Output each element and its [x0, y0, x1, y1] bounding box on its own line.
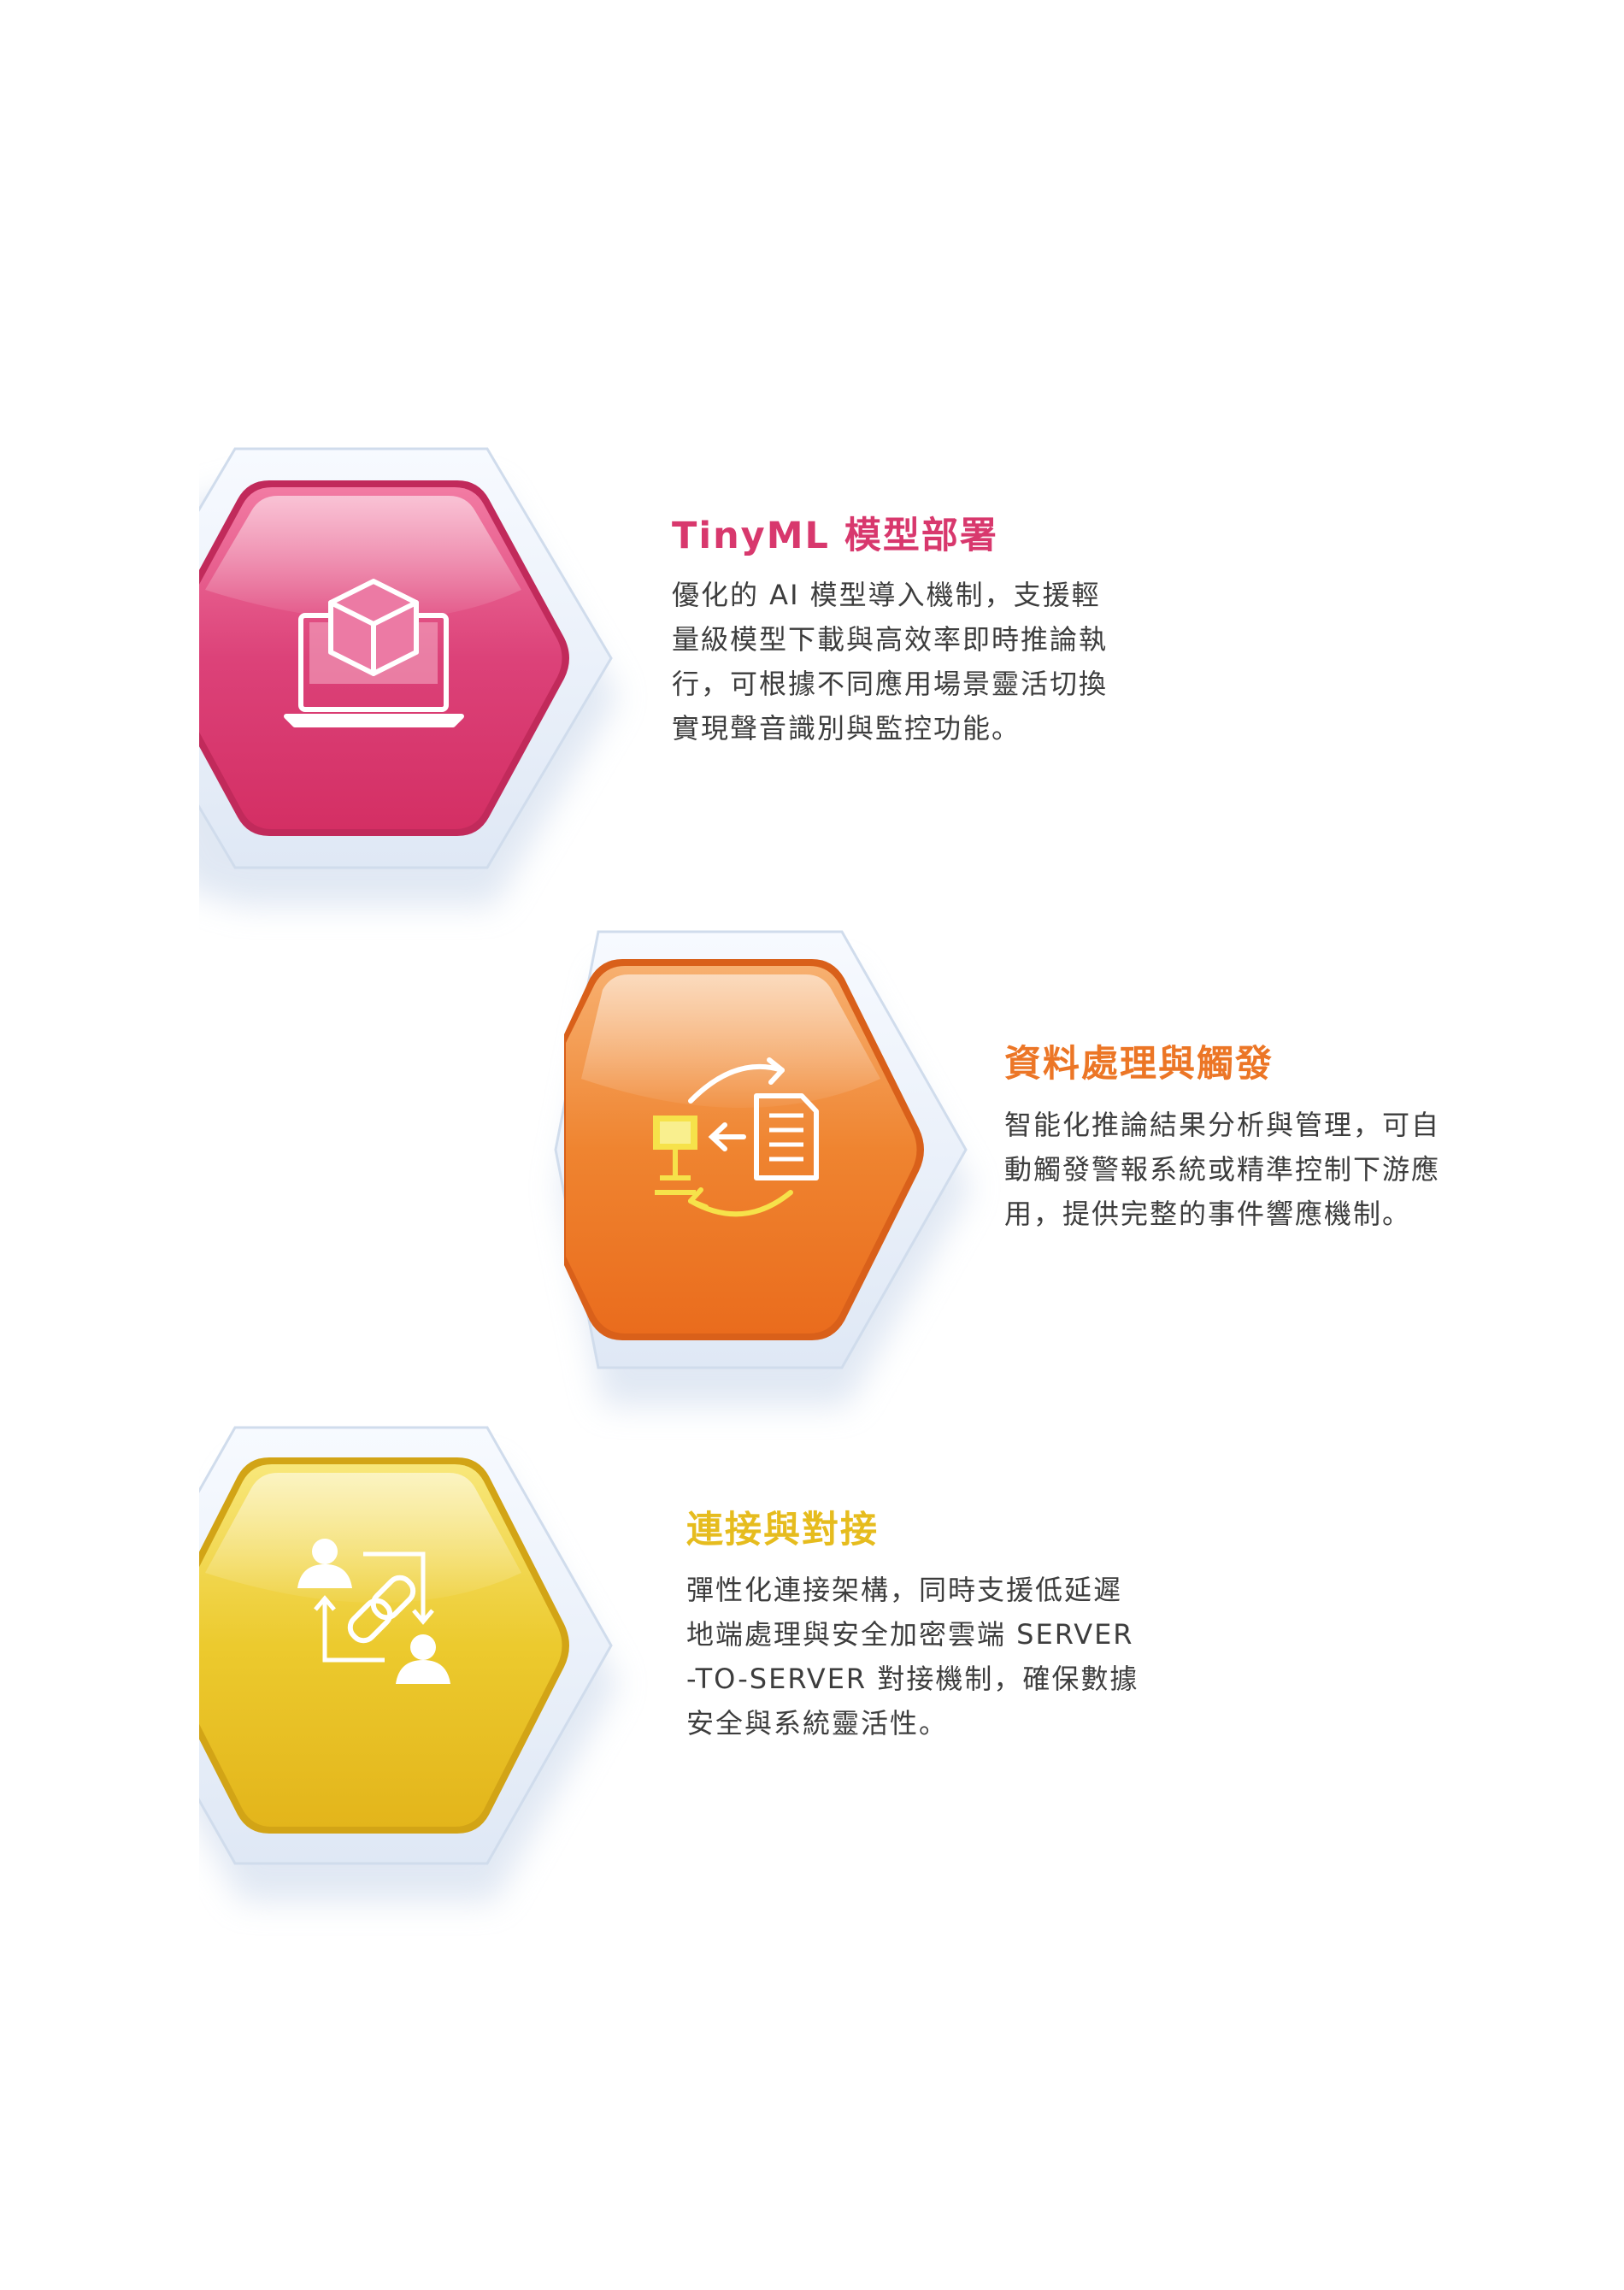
feature-description: 優化的 AI 模型導入機制，支援輕 量級模型下載與高效率即時推論執 行，可根據不…	[672, 573, 1108, 751]
feature-title: 資料處理與觸發	[1004, 1043, 1274, 1086]
feature-description: 彈性化連接架構，同時支援低延遲 地端處理與安全加密雲端 SERVER -TO-S…	[686, 1568, 1139, 1745]
description-line: 智能化推論結果分析與管理，可自	[1004, 1109, 1441, 1141]
feature-description: 智能化推論結果分析與管理，可自 動觸發警報系統或精準控制下游應 用，提供完整的事…	[1004, 1103, 1440, 1236]
hexagon-badge	[199, 1426, 618, 1902]
description-line: 實現聲音識別與監控功能。	[672, 712, 1021, 745]
feature-title: 連接與對接	[686, 1509, 879, 1551]
feature-data-processing-hexagon	[0, 0, 983, 1453]
description-line: -TO-SERVER 對接機制，確保數據	[686, 1663, 1139, 1695]
laptop-cube-icon	[284, 579, 464, 727]
description-line: 地端處理與安全加密雲端 SERVER	[686, 1618, 1134, 1651]
description-line: 彈性化連接架構，同時支援低延遲	[686, 1574, 1123, 1606]
data-transfer-icon	[653, 1057, 819, 1217]
hexagon-badge	[199, 447, 618, 906]
description-line: 用，提供完整的事件響應機制。	[1004, 1198, 1412, 1230]
feature-title: TinyML 模型部署	[672, 515, 998, 557]
hexagon-badge	[554, 930, 971, 1406]
people-link-icon	[297, 1539, 450, 1684]
description-line: 安全與系統靈活性。	[686, 1707, 949, 1740]
description-line: 動觸發警報系統或精準控制下游應	[1004, 1153, 1441, 1186]
description-line: 行，可根據不同應用場景靈活切換	[672, 668, 1109, 700]
description-line: 量級模型下載與高效率即時推論執	[672, 623, 1109, 656]
feature-connection-hexagon	[0, 0, 650, 1966]
feature-tinyml-hexagon	[0, 0, 650, 983]
description-line: 優化的 AI 模型導入機制，支援輕	[672, 579, 1101, 611]
